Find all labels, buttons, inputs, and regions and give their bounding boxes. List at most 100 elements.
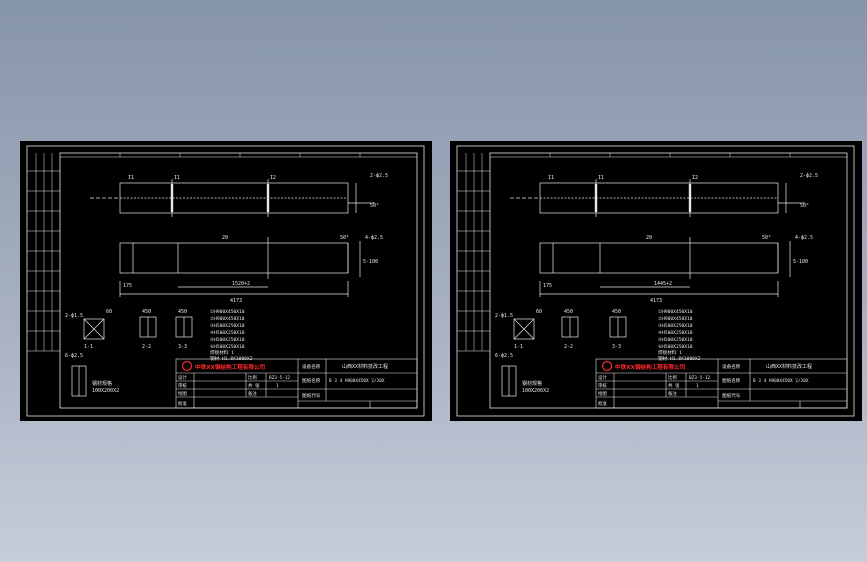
- dim-20: 20: [646, 235, 652, 241]
- label-scale: 比例: [668, 374, 677, 381]
- top-ruler: [490, 153, 847, 158]
- label-project: 设备名称: [722, 363, 741, 370]
- dim-left-spec2: 6-ф2.5: [65, 353, 83, 359]
- label-sheet: 共 张: [668, 382, 680, 389]
- top-ruler: [60, 153, 417, 158]
- dim-175: 175: [543, 283, 552, 289]
- sec-2: 2-2: [564, 344, 573, 350]
- dim-length: 4173: [650, 298, 662, 304]
- label-check: 审核: [598, 382, 607, 389]
- dim-angle2: 50°: [762, 235, 771, 241]
- bom-1: ①H900X450X10: [658, 309, 693, 315]
- dim-angle: 50°: [370, 203, 379, 209]
- note-2: 钢材 H1.8X1000X2: [210, 355, 253, 362]
- drawing-sheet-left[interactable]: I1 I1 I2 2-ф2.5 50° 20 50° 4-ф2.5 175 15…: [20, 141, 432, 421]
- sec-1: 1-1: [514, 344, 523, 350]
- title-block: [595, 358, 848, 409]
- label-note: 备注: [668, 390, 677, 397]
- mark-l1: I1: [128, 175, 134, 181]
- section-views: [139, 316, 193, 338]
- revision-strip: [27, 153, 60, 352]
- company-logo-icon: [181, 360, 193, 372]
- label-project: 设备名称: [302, 363, 321, 370]
- drawing-sheet-right[interactable]: I1 I1 I2 2-ф2.5 50° 20 50° 4-ф2.5 175 14…: [450, 141, 862, 421]
- bom-1: ①H900X450X10: [210, 309, 245, 315]
- beam-plan: [539, 237, 791, 297]
- sec-dim1: 450: [564, 309, 573, 315]
- bom-3: ③H500X250X10: [210, 323, 245, 329]
- drawing-title: 山西XX材料技改工程: [342, 363, 388, 370]
- sec-3: 3-3: [178, 344, 187, 350]
- stiffeners: [594, 184, 692, 212]
- dim-top: 2-ф2.5: [370, 173, 388, 179]
- label-approve: 批准: [178, 400, 187, 407]
- bom-2: ②H900X450X10: [658, 316, 693, 322]
- dim-angle2: 50°: [340, 235, 349, 241]
- cad-drawing-left: I1 I1 I2 2-ф2.5 50° 20 50° 4-ф2.5 175 15…: [26, 145, 425, 417]
- dim-right: 5-100: [363, 259, 378, 265]
- bom-5: ⑤H500X250X10: [658, 337, 693, 343]
- sheet-count: 1: [696, 383, 699, 389]
- title-block: [175, 358, 418, 409]
- note-2: 钢材 H1.8X1000X2: [658, 355, 701, 362]
- dim-length: 4173: [230, 298, 242, 304]
- mark-l2: I1: [598, 175, 604, 181]
- label-design: 设计: [598, 374, 607, 381]
- dim-left-spec: 2-ф1.5: [495, 313, 513, 319]
- sec-3: 3-3: [612, 344, 621, 350]
- bom-6: ⑥H500X250X10: [658, 344, 693, 350]
- sec-dim3: 60: [106, 309, 112, 315]
- sec-dim2: 450: [612, 309, 621, 315]
- label-check: 审核: [178, 382, 187, 389]
- material-2: 100X200X2: [92, 388, 119, 394]
- beam-plan: [119, 237, 361, 297]
- mark-l2: I1: [174, 175, 180, 181]
- bom-3: ③H500X250X10: [658, 323, 693, 329]
- bom-2: ②H900X450X10: [210, 316, 245, 322]
- dim-inner: 1520+2: [232, 281, 250, 287]
- label-sheet: 共 张: [248, 382, 260, 389]
- sec-dim2: 450: [178, 309, 187, 315]
- dim-left-spec2: 6-ф2.5: [495, 353, 513, 359]
- sec-dim3: 60: [536, 309, 542, 315]
- beam-elevation: [510, 179, 805, 217]
- bom-4: ④H500X250X10: [210, 330, 245, 336]
- dim-left-spec: 2-ф1.5: [65, 313, 83, 319]
- stiffeners: [170, 184, 270, 212]
- mark-l3: I2: [270, 175, 276, 181]
- bom-5: ⑤H500X250X10: [210, 337, 245, 343]
- revision-strip: [457, 153, 490, 352]
- label-note: 备注: [248, 390, 257, 397]
- company-logo-icon: [601, 360, 613, 372]
- sec-2: 2-2: [142, 344, 151, 350]
- dim-inner: 1445+2: [654, 281, 672, 287]
- label-code: 图纸代号: [722, 392, 741, 399]
- dim-top2: 4-ф2.5: [795, 235, 813, 241]
- sec-dim1: 450: [142, 309, 151, 315]
- label-draw: 绘图: [598, 390, 607, 397]
- material-1: 钢材规格: [92, 380, 112, 387]
- label-design: 设计: [178, 374, 187, 381]
- dim-angle: 50°: [800, 203, 809, 209]
- material-1: 钢材规格: [522, 380, 542, 387]
- dim-top2: 4-ф2.5: [365, 235, 383, 241]
- detail-left: [501, 318, 535, 397]
- section-views: [561, 316, 627, 338]
- label-name: 图纸名称: [722, 377, 741, 384]
- company-name: 中铁XX钢结构工程有限公司: [615, 363, 686, 371]
- dim-right: 5-100: [793, 259, 808, 265]
- label-code: 图纸代号: [302, 392, 321, 399]
- label-name: 图纸名称: [302, 377, 321, 384]
- label-draw: 绘图: [178, 390, 187, 397]
- beam-elevation: [90, 179, 375, 217]
- mark-l1: I1: [548, 175, 554, 181]
- material-2: 100X200X2: [522, 388, 549, 394]
- spec: B 3 4 H900X450X 2/20X: [753, 378, 809, 384]
- bom-4: ④H500X250X10: [658, 330, 693, 336]
- cad-drawing-right: I1 I1 I2 2-ф2.5 50° 20 50° 4-ф2.5 175 14…: [456, 145, 855, 417]
- dim-20: 20: [222, 235, 228, 241]
- drawing-no: BZ3-5-12: [689, 375, 711, 381]
- outer-border: [456, 145, 855, 417]
- drawing-no: BZ3-5-12: [269, 375, 291, 381]
- note-1: 焊接材料 1: [658, 349, 682, 356]
